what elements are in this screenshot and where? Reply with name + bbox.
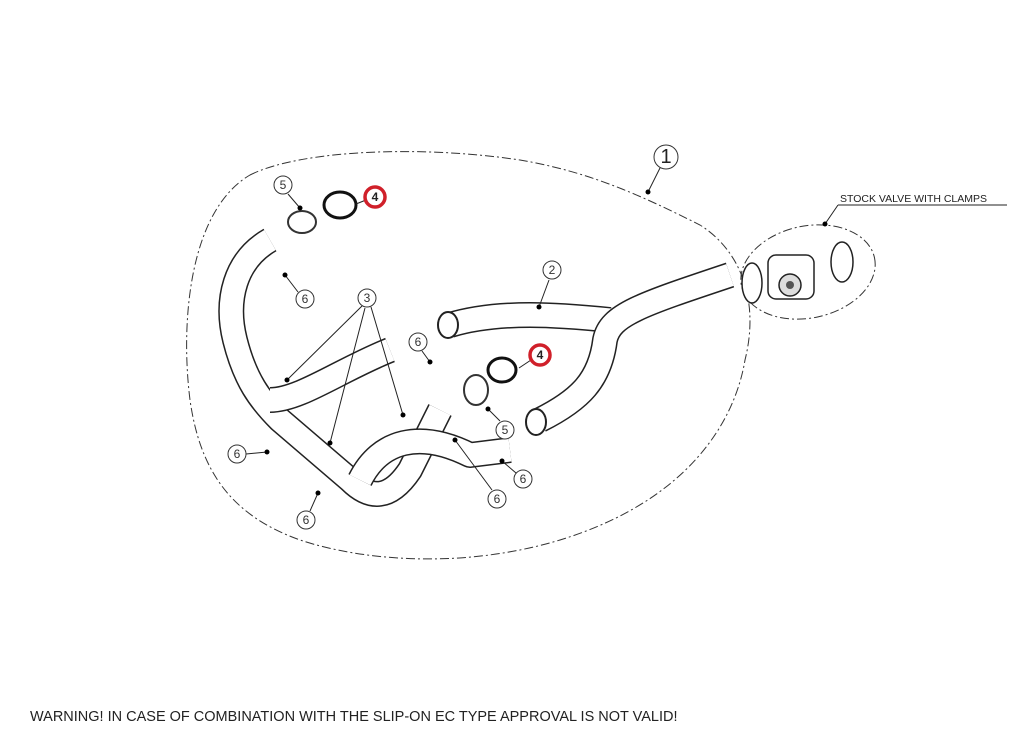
gasket-top [287,210,317,234]
callout-6: 6 [295,289,315,309]
svg-text:6: 6 [520,472,527,486]
valve-group-outline [740,224,876,320]
callout-5: 5 [495,420,515,440]
svg-text:6: 6 [234,447,241,461]
pipe-inlet-1 [437,311,459,339]
svg-text:6: 6 [303,513,310,527]
stock-valve-label: STOCK VALVE WITH CLAMPS [840,193,987,205]
seal-ring-top [322,190,358,220]
callout-6: 6 [227,444,247,464]
callout-6: 6 [296,510,316,530]
svg-text:6: 6 [494,492,501,506]
svg-text:5: 5 [502,423,509,437]
callout-6: 6 [487,489,507,509]
svg-text:6: 6 [302,292,309,306]
svg-text:1: 1 [660,146,671,168]
leader-lines [245,167,1007,512]
warning-text: WARNING! IN CASE OF COMBINATION WITH THE… [30,709,678,725]
svg-text:3: 3 [364,291,371,305]
svg-text:2: 2 [549,263,556,277]
seal-ring-mid [486,356,518,384]
gasket-mid [463,374,489,406]
svg-text:4: 4 [372,190,379,204]
header-pipes [218,228,735,507]
callout-4-highlighted: 4 [363,185,387,209]
svg-text:5: 5 [280,178,287,192]
callout-5: 5 [273,175,293,195]
callout-6: 6 [513,469,533,489]
stock-valve [741,241,854,304]
callout-2: 2 [542,260,562,280]
svg-text:4: 4 [537,348,544,362]
svg-text:6: 6 [415,335,422,349]
callout-4-highlighted: 4 [528,343,552,367]
kit-group-outline [186,151,751,560]
pipe-inlet-2 [525,408,547,436]
callout-1: 1 [653,144,679,170]
callout-3: 3 [357,288,377,308]
callout-6: 6 [408,332,428,352]
